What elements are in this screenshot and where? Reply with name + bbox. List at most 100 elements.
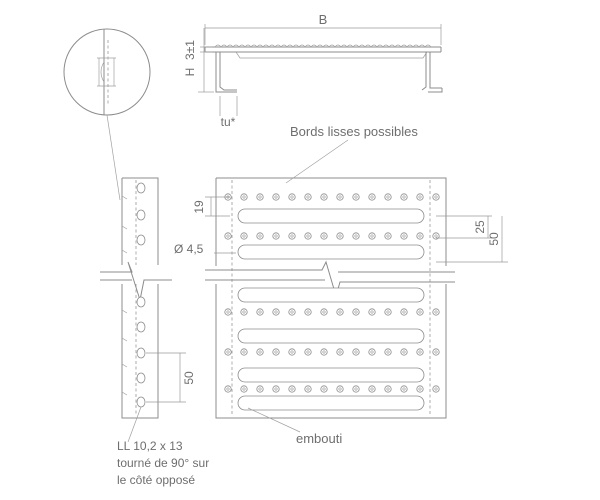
perforation-hole-center — [434, 234, 438, 238]
perforation-hole-center — [338, 195, 342, 199]
perforation-hole-center — [338, 350, 342, 354]
perforation-hole-center — [322, 310, 326, 314]
perforation-hole — [320, 193, 328, 201]
perforation-hole-center — [258, 387, 262, 391]
perforation-hole — [224, 308, 232, 316]
perforation-hole-center — [402, 234, 406, 238]
hole-note-line-2: tourné de 90° sur — [117, 456, 210, 470]
perforation-hole-center — [338, 234, 342, 238]
perforation-hole-center — [354, 350, 358, 354]
perforation-hole — [416, 348, 424, 356]
perforation-hole — [304, 385, 312, 393]
perforation-hole — [352, 385, 360, 393]
perforation-hole — [224, 385, 232, 393]
perforation-hole-center — [226, 310, 230, 314]
perforation-hole-center — [418, 387, 422, 391]
perforation-hole — [272, 385, 280, 393]
perforation-hole — [256, 193, 264, 201]
perforation-hole-center — [402, 310, 406, 314]
perforation-hole-center — [402, 195, 406, 199]
perforation-hole — [384, 308, 392, 316]
perforation-hole — [272, 193, 280, 201]
perforation-hole-center — [274, 234, 278, 238]
perforation-hole-center — [242, 387, 246, 391]
perforation-hole — [400, 385, 408, 393]
smooth-edges-label: Bords lisses possibles — [290, 124, 418, 139]
pressed-label: embouti — [296, 431, 342, 446]
perforation-hole-center — [354, 310, 358, 314]
perforation-hole — [400, 193, 408, 201]
perforation-hole-center — [322, 387, 326, 391]
perforation-hole-center — [338, 387, 342, 391]
side-view — [100, 177, 186, 443]
perforation-hole-center — [274, 195, 278, 199]
perforation-hole-center — [290, 350, 294, 354]
perforation-hole-center — [274, 387, 278, 391]
perforation-hole — [432, 385, 440, 393]
perforation-hole — [432, 308, 440, 316]
perforation-hole — [336, 232, 344, 240]
perforation-hole-center — [306, 234, 310, 238]
perforation-hole — [352, 348, 360, 356]
perforation-hole — [320, 348, 328, 356]
perforation-hole — [384, 385, 392, 393]
perforation-hole-center — [226, 234, 230, 238]
perforation-hole — [368, 232, 376, 240]
perforation-hole — [256, 232, 264, 240]
perforation-hole-center — [290, 387, 294, 391]
perforation-hole — [304, 232, 312, 240]
perforation-hole-center — [322, 350, 326, 354]
dim-thickness-label: tu* — [221, 115, 236, 129]
perforation-hole — [256, 348, 264, 356]
detail-circle — [63, 28, 151, 201]
perforation-hole-center — [434, 387, 438, 391]
perforation-hole-center — [306, 350, 310, 354]
perforation-hole — [368, 385, 376, 393]
perforation-hole-center — [370, 350, 374, 354]
perforation-hole — [240, 232, 248, 240]
perforation-hole — [336, 308, 344, 316]
perforation-hole-center — [354, 387, 358, 391]
perforation-hole — [320, 232, 328, 240]
perforation-hole-center — [434, 195, 438, 199]
perforation-hole — [320, 385, 328, 393]
perforation-hole — [416, 385, 424, 393]
perforation-hole — [368, 193, 376, 201]
perforation-hole-center — [386, 350, 390, 354]
spacing-50-label: 50 — [487, 232, 501, 246]
perforation-hole-center — [402, 350, 406, 354]
perforation-hole — [288, 232, 296, 240]
perforation-hole-center — [274, 310, 278, 314]
perforation-hole — [288, 193, 296, 201]
perforation-hole-center — [386, 195, 390, 199]
perforation-hole-center — [354, 234, 358, 238]
perforation-hole — [336, 348, 344, 356]
perforation-hole — [336, 385, 344, 393]
dim-tolerance-label: 3±1 — [183, 40, 197, 60]
perforation-hole — [432, 232, 440, 240]
perforation-hole — [368, 308, 376, 316]
perforation-hole — [224, 232, 232, 240]
perforation-hole-center — [290, 234, 294, 238]
perforation-hole-center — [242, 234, 246, 238]
perforation-hole-center — [434, 350, 438, 354]
perforation-hole-center — [242, 310, 246, 314]
perforation-hole-center — [290, 310, 294, 314]
hole-note-line-1: LL 10,2 x 13 — [117, 439, 183, 453]
perforation-hole-center — [306, 387, 310, 391]
perforation-hole — [240, 193, 248, 201]
perforation-hole — [352, 232, 360, 240]
perforation-hole — [240, 385, 248, 393]
cross-section-view — [198, 24, 443, 116]
perforation-hole-center — [258, 350, 262, 354]
perforation-hole-center — [370, 195, 374, 199]
perforation-hole — [272, 308, 280, 316]
dim-width-label: B — [319, 12, 328, 27]
perforation-hole-center — [418, 310, 422, 314]
perforation-hole — [384, 193, 392, 201]
perforation-hole-center — [226, 387, 230, 391]
perforation-hole — [336, 193, 344, 201]
perforation-hole — [400, 308, 408, 316]
perforation-hole — [400, 348, 408, 356]
perforation-hole-center — [354, 195, 358, 199]
